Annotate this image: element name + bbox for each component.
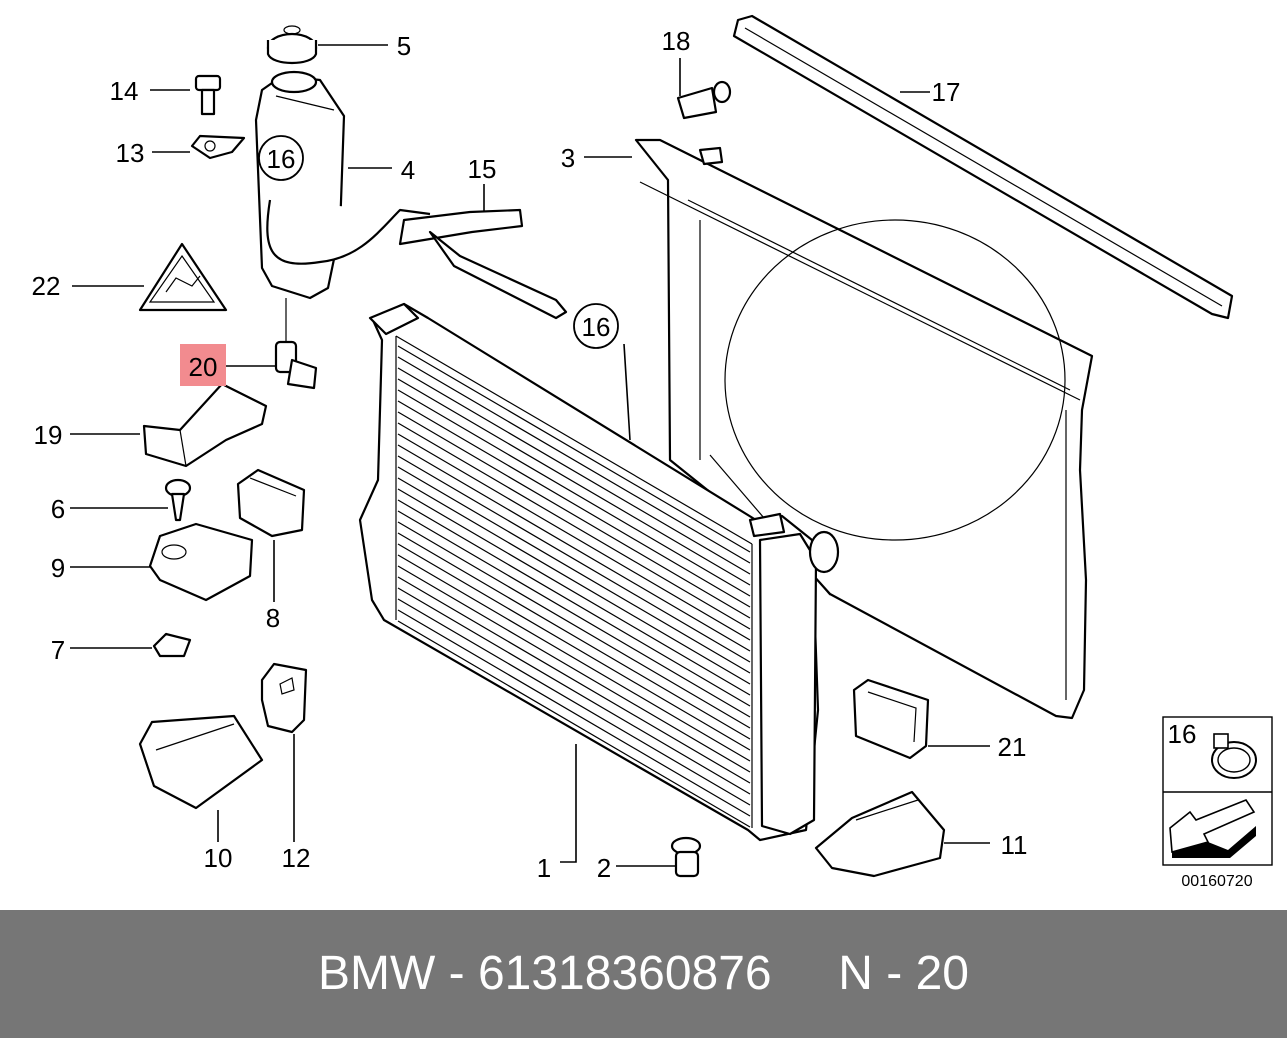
part-14-bolt xyxy=(194,74,222,116)
callout-15: 15 xyxy=(468,154,497,184)
callout-20-highlight xyxy=(180,344,226,386)
radiator-fin-line xyxy=(397,576,751,784)
footer-bar: BMW - 61318360876 N - 20 xyxy=(0,910,1287,1038)
leader-lines xyxy=(70,44,990,867)
circled-ref-16-tank: 16 xyxy=(258,135,304,181)
callout-13: 13 xyxy=(116,138,145,168)
part-22-warning-label xyxy=(138,242,228,312)
callout-19: 19 xyxy=(34,420,63,450)
svg-text:16: 16 xyxy=(267,144,296,174)
callout-18: 18 xyxy=(662,26,691,56)
part-8-rubber-block xyxy=(236,468,306,538)
image-code: 00160720 xyxy=(1181,873,1252,890)
callout-21: 21 xyxy=(998,732,1027,762)
part-10-air-duct xyxy=(138,714,264,810)
callout-12: 12 xyxy=(282,843,311,873)
callout-5: 5 xyxy=(397,31,411,61)
radiator-fin-line xyxy=(397,554,751,762)
legend-number: 16 xyxy=(1168,719,1197,749)
hose-clamp-icon xyxy=(1211,733,1257,779)
legend-box: 16 00160720 xyxy=(1162,716,1273,890)
part-5-cap xyxy=(266,25,318,64)
radiator-fin-line xyxy=(397,609,751,817)
part-19-bracket xyxy=(142,382,268,468)
svg-text:16: 16 xyxy=(582,312,611,342)
radiator-fin-line xyxy=(397,367,751,575)
callout-17: 17 xyxy=(932,77,961,107)
radiator-fin-line xyxy=(397,477,751,685)
callout-labels: 20 5 4 14 13 22 15 3 18 17 19 6 9 8 7 10… xyxy=(32,26,1028,883)
part-13-plate xyxy=(190,134,246,160)
part-20-sensor xyxy=(274,298,318,390)
radiator-fin-line xyxy=(397,389,751,597)
part-21-bracket-box xyxy=(852,678,930,760)
callout-9: 9 xyxy=(51,553,65,583)
radiator-fin-line xyxy=(397,521,751,729)
radiator-fin-line xyxy=(397,356,751,564)
radiator-fin-line xyxy=(397,543,751,751)
radiator-fin-line xyxy=(397,345,751,553)
callout-20: 20 xyxy=(189,352,218,382)
part-number-caption: BMW - 61318360876 N - 20 xyxy=(318,947,969,1000)
part-12-rubber-mount xyxy=(260,662,308,734)
radiator-fin-line xyxy=(397,565,751,773)
part-2-grommet xyxy=(670,836,702,878)
radiator-fin-line xyxy=(397,488,751,696)
radiator-fin-line xyxy=(397,532,751,740)
radiator-fin-line xyxy=(397,378,751,586)
radiator-fin-line xyxy=(397,499,751,707)
radiator-fin-line xyxy=(397,422,751,630)
callout-11: 11 xyxy=(1001,830,1028,860)
radiator-fin-line xyxy=(397,400,751,608)
part-6-screw xyxy=(164,478,192,522)
radiator-fin-line xyxy=(397,411,751,619)
radiator-fin-line xyxy=(397,587,751,795)
part-17-seal-strip xyxy=(732,14,1234,320)
part-18-rivet xyxy=(676,80,732,120)
callout-2: 2 xyxy=(597,853,611,883)
callout-10: 10 xyxy=(204,843,233,873)
arrow-icon xyxy=(1169,799,1256,858)
radiator-fin-line xyxy=(397,444,751,652)
part-11-air-duct xyxy=(814,790,946,878)
callout-8: 8 xyxy=(266,603,280,633)
circled-ref-16-hose: 16 xyxy=(573,303,619,349)
callout-3: 3 xyxy=(561,143,575,173)
part-1-radiator xyxy=(358,302,840,842)
part-4-expansion-tank xyxy=(254,70,568,320)
callout-1: 1 xyxy=(537,853,551,883)
callout-7: 7 xyxy=(51,635,65,665)
radiator-fin-line xyxy=(397,620,751,828)
callout-4: 4 xyxy=(401,155,415,185)
radiator-fin-line xyxy=(397,466,751,674)
part-7-clip xyxy=(152,632,192,658)
callout-6: 6 xyxy=(51,494,65,524)
radiator-fin-line xyxy=(397,433,751,641)
callout-14: 14 xyxy=(110,76,139,106)
radiator-fin-line xyxy=(397,510,751,718)
callout-22: 22 xyxy=(32,271,61,301)
radiator-fin-line xyxy=(397,598,751,806)
part-9-mount xyxy=(148,522,254,602)
radiator-fin-line xyxy=(397,455,751,663)
